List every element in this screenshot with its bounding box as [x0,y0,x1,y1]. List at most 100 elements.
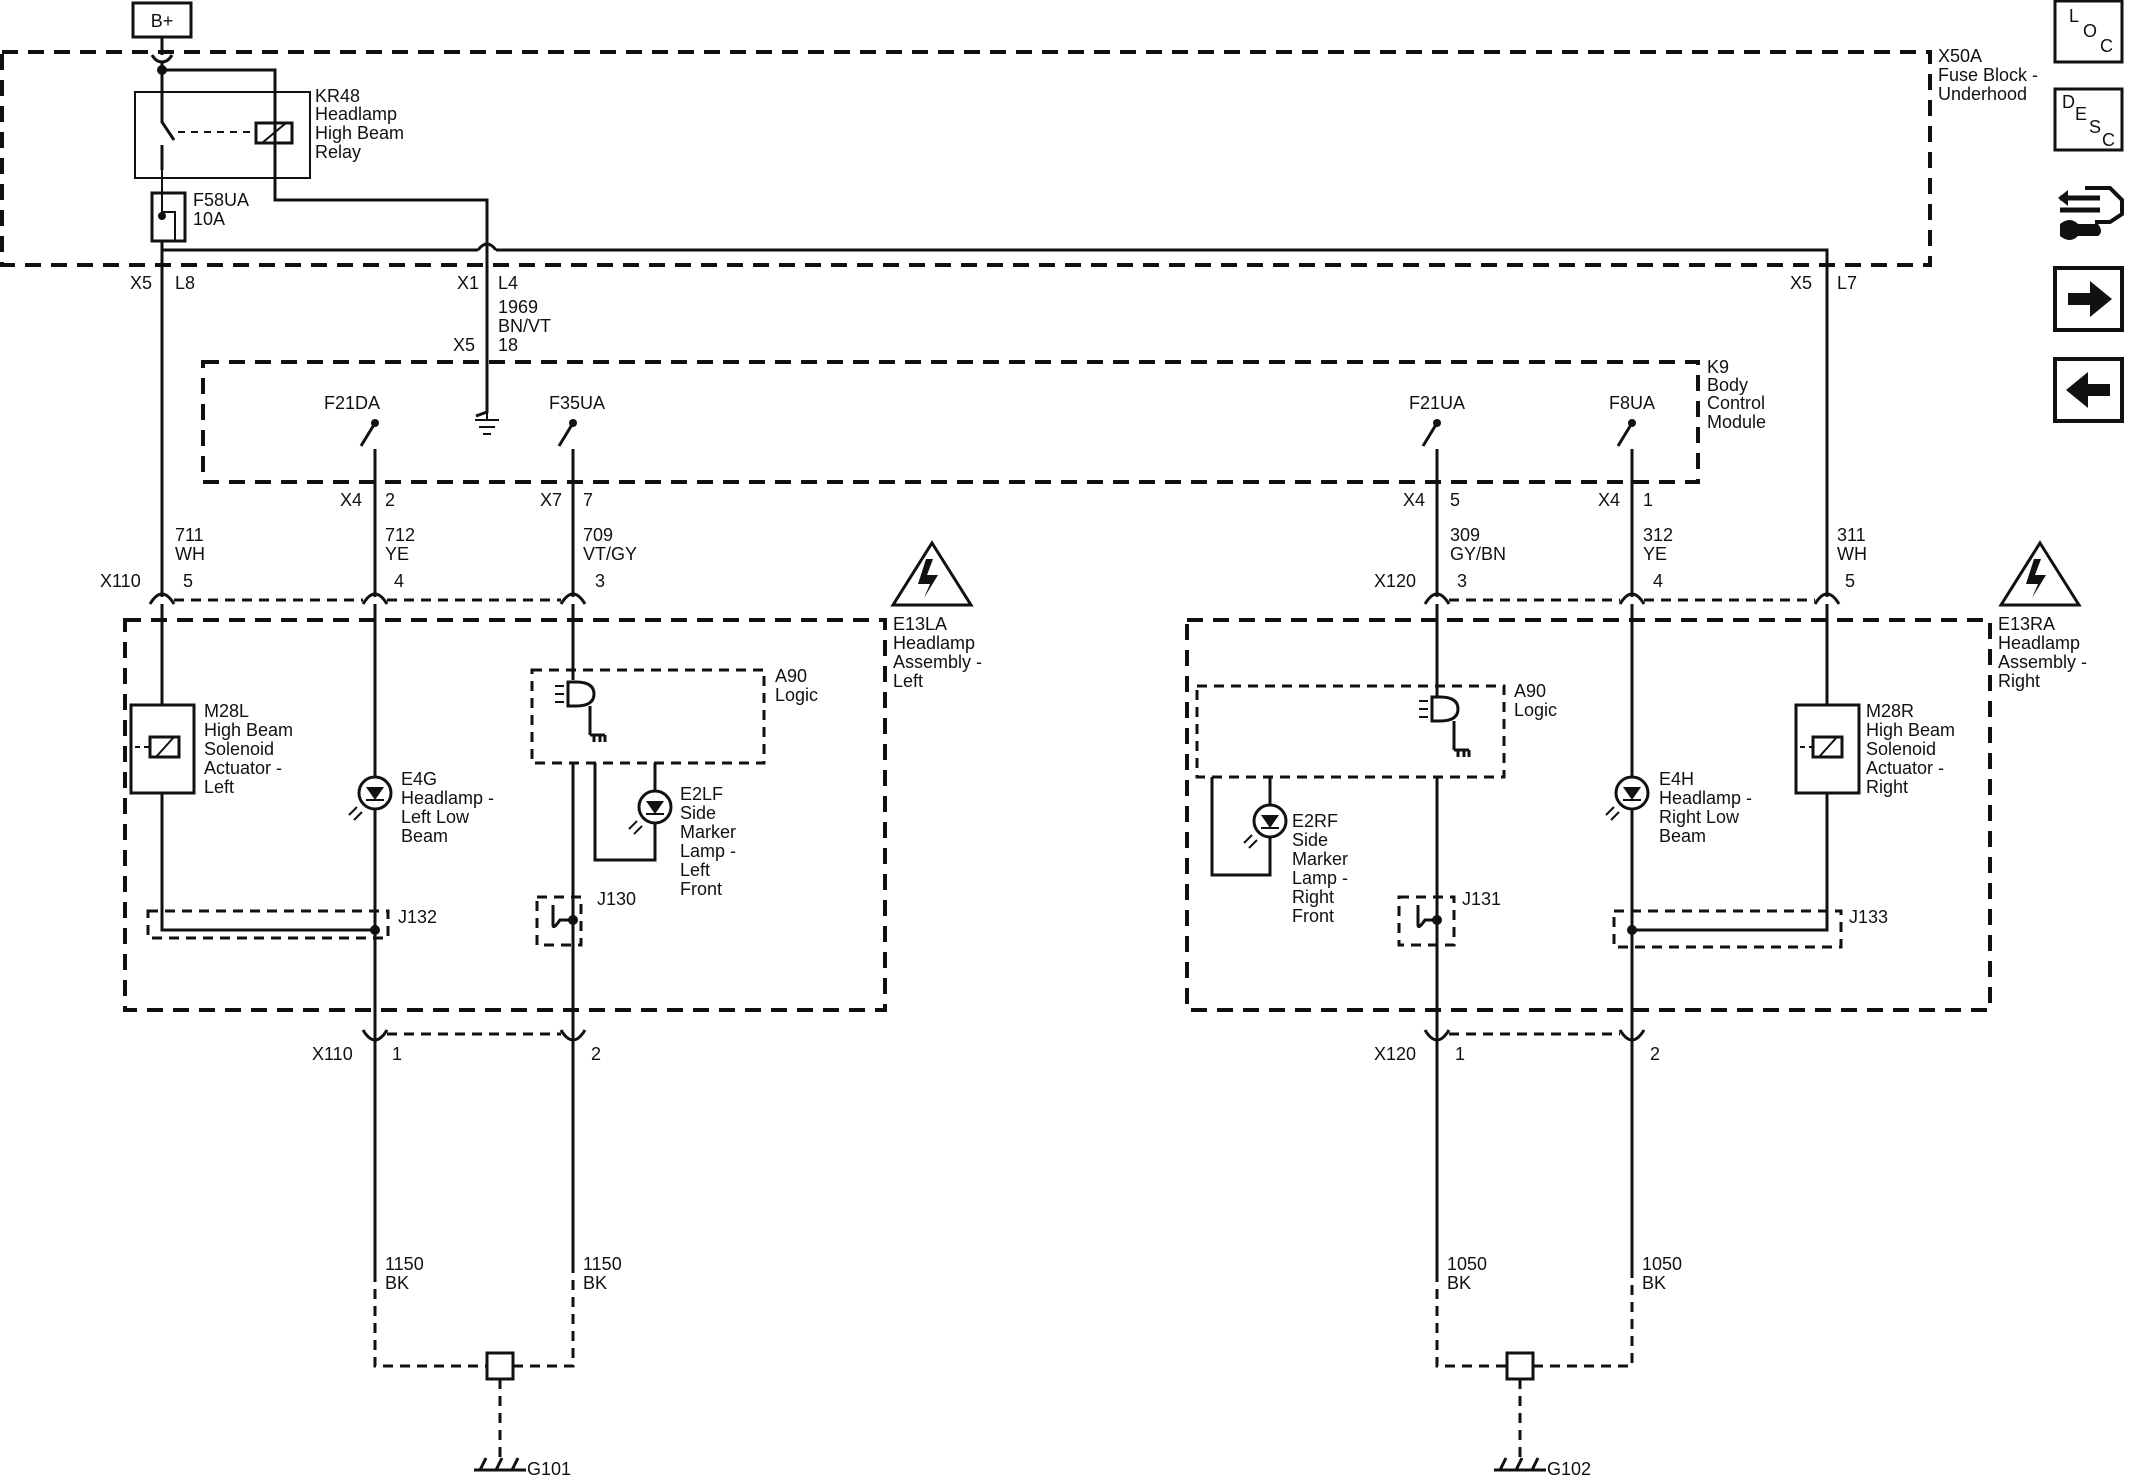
connector-x110-top: X110 5 4 3 [100,571,605,605]
diagram-label: Lamp - [680,841,736,861]
ground-g102: G102 [1435,1272,1634,1479]
splice-j130: J130 [535,889,636,947]
diagram-label: Assembly - [893,652,982,672]
ground-label: G101 [527,1459,571,1475]
diagram-label: 1 [1455,1044,1465,1064]
diagram-label: BK [385,1273,409,1293]
lamp-e4h: E4H Headlamp - Right Low Beam [1605,769,1752,846]
diagram-label: 1050 [1642,1254,1682,1274]
diagram-label: Headlamp - [401,788,494,808]
relay-kr48: KR48 Headlamp High Beam Relay [134,70,404,200]
diagram-label: J131 [1462,889,1501,909]
diagram-label: Beam [1659,826,1706,846]
diagram-label: E4H [1659,769,1694,789]
diagram-label: Right Low [1659,807,1740,827]
diagram-label: GY/BN [1450,544,1506,564]
lamp-output-icon [1419,695,1460,723]
connector-x110-bottom: X110 1 2 [312,1029,601,1064]
battery-positive-terminal: B+ [131,1,193,39]
diagram-label: X4 [1403,490,1425,510]
diagram-label: High Beam [315,123,404,143]
solenoid-m28r: M28R High Beam Solenoid Actuator - Right [1794,701,1955,797]
left-headlamp-assembly-label: E13LA Headlamp Assembly - Left [893,614,982,691]
lamp-output-icon [555,680,596,708]
diagram-label: 1150 [385,1254,424,1274]
diagram-label: Headlamp [893,633,975,653]
location-button[interactable]: L O C [2053,0,2124,64]
diagram-label: Headlamp [315,104,397,124]
esd-warning-icon [1998,540,2082,607]
diagram-label: Beam [401,826,448,846]
diagram-label: Fuse Block - [1938,65,2038,85]
back-arrow-icon[interactable] [2053,357,2124,423]
diagram-label: O [2083,21,2097,41]
splice-j132: J132 [146,907,437,940]
diagram-label: BN/VT [498,316,551,336]
bcm-output-f21ua: F21UA X4 5 [1403,393,1465,597]
diagram-label: Logic [1514,700,1557,720]
diagram-label: E4G [401,769,437,789]
diagram-label: L7 [1837,273,1857,293]
diagram-label: Right [1866,777,1908,797]
bcm-output-f21da: F21DA X4 2 [324,393,395,597]
diagram-label: Marker [1292,849,1348,869]
bcm-outline [201,360,1700,484]
diagram-label: L8 [175,273,195,293]
diagram-label: 311 [1837,525,1866,545]
diagram-label: Actuator - [1866,758,1944,778]
connector-x120-top: X120 3 4 5 [1374,571,1855,605]
diagram-label: BK [1447,1273,1471,1293]
diagram-label: L [2069,6,2079,26]
diagram-label: J130 [597,889,636,909]
solenoid-m28l: M28L High Beam Solenoid Actuator - Left [129,701,293,797]
diagram-label: WH [1837,544,1867,564]
diagram-label: BK [1642,1273,1666,1293]
diagram-label: Front [1292,906,1334,926]
diagram-label: 711 [175,525,204,545]
diagram-label: 5 [1450,490,1460,510]
diagram-label: F21DA [324,393,380,413]
ground-g101: G101 [373,1272,575,1479]
diagram-label: D [2062,92,2075,112]
diagram-label: Right [1292,887,1334,907]
diagram-label: 5 [1845,571,1855,591]
diagram-label: 10A [193,209,225,229]
diagram-label: 4 [394,571,404,591]
diagram-label: C [2102,130,2115,150]
diagram-label: Left [204,777,234,797]
diagram-label: Headlamp - [1659,788,1752,808]
diagram-label: E13RA [1998,614,2055,634]
lamp-e2rf: E2RF Side Marker Lamp - Right Front [1210,777,1348,926]
diagram-label: 1969 [498,297,538,317]
diagram-label: X110 [100,571,141,591]
ground-label: G102 [1547,1459,1591,1475]
battery-label: B+ [151,11,174,31]
diagram-label: Side [680,803,716,823]
diagram-label: High Beam [204,720,293,740]
diagram-label: X50A [1938,46,1982,66]
diagram-label: E2LF [680,784,723,804]
bcm-label: K9 Body Control Module [1707,357,1766,432]
diagram-label: Actuator - [204,758,282,778]
diagram-label: F35UA [549,393,605,413]
diagram-label: X4 [340,490,362,510]
diagram-label: 312 [1643,525,1673,545]
diagram-label: Solenoid [204,739,274,759]
diagram-label: 712 [385,525,415,545]
next-arrow-icon[interactable] [2053,266,2124,332]
diagram-label: K9 [1707,357,1729,377]
diagram-label: F8UA [1609,393,1655,413]
description-button[interactable]: D E S C [2053,87,2124,152]
diagram-label: 4 [1653,571,1663,591]
fuse-block-outline [0,50,1932,267]
diagram-label: VT/GY [583,544,637,564]
connector-icon[interactable] [2058,186,2124,240]
diagram-label: KR48 [315,86,360,106]
diagram-label: J133 [1849,907,1888,927]
right-headlamp-assembly-label: E13RA Headlamp Assembly - Right [1998,614,2087,691]
diagram-label: Side [1292,830,1328,850]
diagram-label: 2 [591,1044,601,1064]
diagram-label: Control [1707,393,1765,413]
diagram-label: Front [680,879,722,899]
esd-warning-icon [890,540,974,607]
